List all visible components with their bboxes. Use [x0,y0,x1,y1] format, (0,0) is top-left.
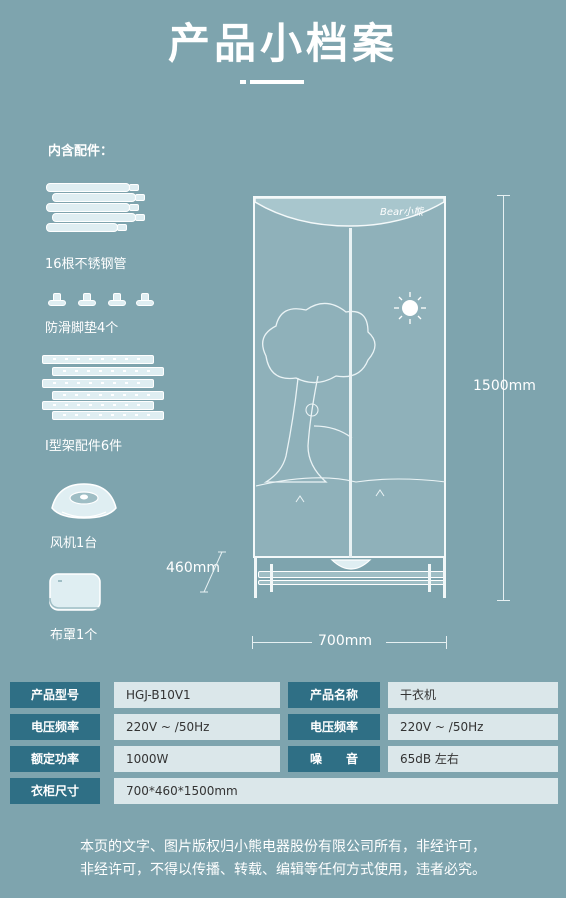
page-title: 产品小档案 [167,19,398,68]
depth-dimension-line [196,548,236,598]
height-dimension-label: 1500mm [473,378,536,394]
spec-key: 产品名称 [288,682,380,708]
fan-unit-icon [48,478,120,522]
stand-rail-bottom [258,580,446,585]
spec-value: HGJ-B10V1 [114,682,280,708]
width-dimension-line [386,642,446,643]
spec-key: 产品型号 [10,682,100,708]
stand-leg [254,558,257,598]
title-underline [250,80,304,84]
spec-key: 额定功率 [10,746,100,772]
spec-value: 干衣机 [388,682,558,708]
stand-leg [270,564,273,592]
stand-leg [443,558,446,598]
width-dimension-cap [252,636,253,649]
spec-key: 电压频率 [288,714,380,740]
spec-value: 65dB 左右 [388,746,558,772]
copyright-line-1: 本页的文字、图片版权归小熊电器股份有限公司所有，非经许可， [80,839,486,855]
brand-logo: Bear小熊 [380,207,424,218]
steel-tubes-icon [46,183,161,233]
accessory-label-tubes: 16根不锈钢管 [45,257,127,272]
spec-value: 220V ~ /50Hz [114,714,280,740]
copyright-line-2: 非经许可，不得以传播、转载、编辑等任何方式使用，违者必究。 [80,862,486,878]
width-dimension-label: 700mm [318,633,372,649]
wardrobe-top-flap [253,196,446,228]
i-frame-parts-icon [42,355,164,420]
fan-bottom-icon [330,556,372,578]
spec-key: 电压频率 [10,714,100,740]
height-dimension-cap [497,600,510,601]
spec-value: 700*460*1500mm [114,778,558,804]
accessory-label-pads: 防滑脚垫4个 [45,321,119,336]
copyright-notice: 本页的文字、图片版权归小熊电器股份有限公司所有，非经许可， 非经许可，不得以传播… [0,836,566,882]
anti-slip-pads-icon [48,293,158,307]
height-dimension-cap [497,195,510,196]
width-dimension-line [252,642,312,643]
accessory-label-frame: I型架配件6件 [45,439,123,454]
accessory-label-fan: 风机1台 [50,536,98,551]
cloth-cover-icon [48,570,104,614]
sun-icon [392,290,428,326]
accessories-heading: 内含配件： [48,144,114,159]
spec-value: 220V ~ /50Hz [388,714,558,740]
tree-illustration-icon [255,296,447,516]
depth-dimension-label: 460mm [166,560,220,576]
title-underline-dot [240,80,246,84]
stand-leg [428,564,431,592]
accessory-label-cover: 布罩1个 [50,628,98,643]
spec-key: 噪 音 [288,746,380,772]
width-dimension-cap [446,636,447,649]
spec-value: 1000W [114,746,280,772]
spec-key: 衣柜尺寸 [10,778,100,804]
wardrobe-zipper [349,228,352,558]
height-dimension-line [503,195,504,600]
